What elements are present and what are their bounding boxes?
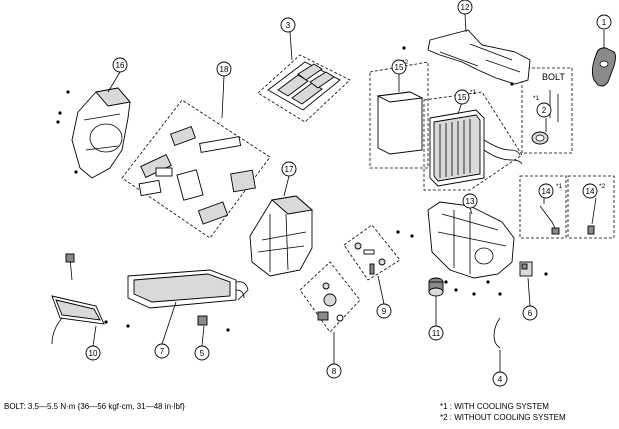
callout-14a: 14 [538, 183, 554, 199]
group-outline-sensor-14-1 [519, 175, 567, 239]
part-2-expansion-valve [531, 90, 559, 145]
part-14-sensor-cooling [539, 205, 557, 231]
callout-7: 7 [154, 343, 170, 359]
part-14-sensor-no-cooling [587, 225, 595, 235]
part-11-motor-cap [428, 277, 444, 297]
part-1-hole [599, 60, 609, 68]
group-outline-bolt-box [521, 67, 573, 154]
callout-10: 10 [85, 345, 101, 361]
part-7-heater-core [127, 269, 249, 309]
part-18-damper-set [138, 126, 256, 225]
svg-text:4: 4 [498, 375, 503, 384]
part-15-filter-no-cooling [376, 91, 424, 155]
svg-text:17: 17 [285, 165, 294, 174]
part-9-link-set [354, 242, 386, 275]
svg-text:15: 15 [395, 63, 404, 72]
callout-14b: 14 [582, 183, 598, 199]
svg-text:6: 6 [528, 309, 533, 318]
marker-14b: *2 [599, 183, 606, 190]
svg-text:15: 15 [458, 93, 467, 102]
group-outline-sensor-14-2 [567, 175, 615, 239]
group-outline-filter-3 [257, 54, 351, 123]
bolt-torque-spec: BOLT: 3.5—5.5 N·m {36—56 kgf·cm, 31—48 i… [4, 402, 185, 411]
part-14-sensor-tip [551, 227, 560, 235]
group-outline-links-9 [343, 224, 401, 281]
part-5-clip [197, 315, 208, 326]
callout-16: 16 [112, 57, 128, 73]
svg-text:13: 13 [466, 197, 475, 206]
callout-3: 3 [280, 17, 296, 33]
callout-13: 13 [462, 193, 478, 209]
callout-12: 12 [457, 0, 473, 15]
bolt-box-label: BOLT [542, 72, 565, 82]
callout-1: 1 [596, 14, 612, 30]
fasteners [56, 46, 548, 332]
svg-text:1: 1 [602, 18, 607, 27]
callout-18: 18 [216, 61, 232, 77]
callout-17: 17 [281, 161, 297, 177]
part-12-bracket [427, 29, 531, 85]
part-16-blower-housing [71, 87, 131, 179]
svg-text:11: 11 [432, 329, 441, 338]
marker-15b: *1 [470, 89, 477, 96]
callout-11: 11 [428, 325, 444, 341]
leader-lines [92, 13, 605, 372]
part-13-lower-case [427, 201, 515, 279]
callout-15b: 15 [454, 89, 470, 105]
callout-15a: 15 [391, 59, 407, 75]
part-10-ptc-heater [51, 253, 105, 345]
callout-5: 5 [194, 345, 210, 361]
part-12-ribs [439, 43, 521, 73]
svg-text:9: 9 [382, 307, 387, 316]
callout-4: 4 [492, 371, 508, 387]
svg-text:5: 5 [200, 349, 205, 358]
svg-text:14: 14 [586, 187, 595, 196]
svg-text:3: 3 [286, 21, 291, 30]
marker-2: *1 [533, 95, 540, 102]
part-15-evaporator [429, 109, 523, 187]
part-6-resistor [519, 261, 533, 277]
svg-text:16: 16 [116, 61, 125, 70]
svg-text:7: 7 [160, 347, 165, 356]
callout-8: 8 [326, 363, 342, 379]
part-4-hose [493, 317, 501, 349]
marker-15a: *2 [402, 59, 409, 66]
svg-text:10: 10 [89, 349, 98, 358]
callout-6: 6 [522, 305, 538, 321]
svg-text:18: 18 [220, 65, 229, 74]
part-8-actuator [317, 282, 344, 322]
callout-2: 2 [536, 102, 552, 118]
svg-text:12: 12 [461, 3, 470, 12]
part-3-filter-frame [267, 61, 341, 111]
note-without-cooling: *2 : WITHOUT COOLING SYSTEM [440, 413, 566, 422]
svg-text:14: 14 [542, 187, 551, 196]
callout-9: 9 [376, 303, 392, 319]
group-outline-evap-15 [423, 91, 523, 191]
svg-text:8: 8 [332, 367, 337, 376]
part-17-heater-case [249, 195, 314, 277]
group-outline-dampers-18 [121, 99, 271, 239]
note-with-cooling: *1 : WITH COOLING SYSTEM [440, 402, 549, 411]
marker-14a: *1 [556, 183, 563, 190]
svg-text:2: 2 [542, 106, 547, 115]
